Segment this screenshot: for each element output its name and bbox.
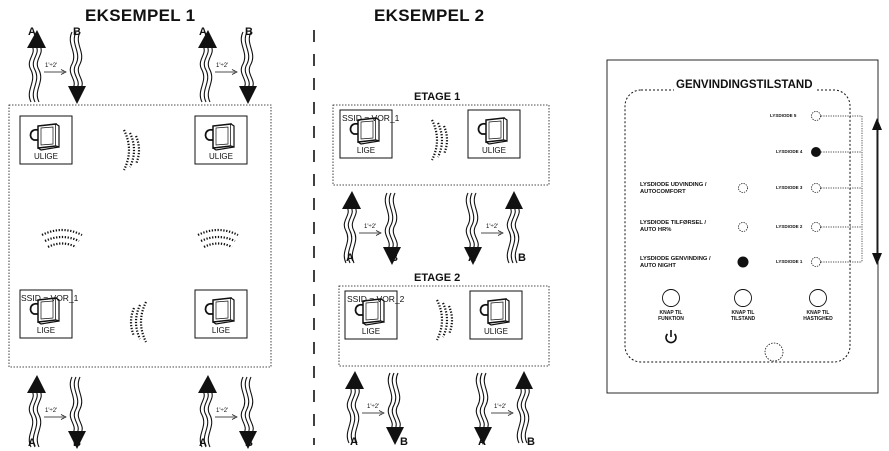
flow-label-b: B — [245, 437, 253, 449]
led-tilforsel-line2: AUTO HR% — [640, 227, 672, 233]
flow-time: 1'÷2' — [367, 404, 380, 410]
speed-button-label: KNAP TIL HASTIGHED — [793, 310, 843, 322]
flow-time: 1'÷2' — [364, 224, 377, 230]
device-ssid: SSID = VOR_1 — [21, 293, 79, 303]
flow-label-a: A — [28, 437, 36, 449]
speed-button-line2: HASTIGHED — [803, 316, 833, 322]
device-label: ULIGE — [483, 327, 508, 336]
flow-label-b: B — [73, 437, 81, 449]
flow-label-b: B — [400, 436, 408, 448]
flow-label-a: A — [346, 252, 354, 264]
device-ulige: ULIGE — [470, 291, 522, 339]
device-lige: LIGE — [20, 290, 72, 338]
led-label-5: LYSDIODE 5 — [770, 113, 797, 118]
device-lige: LIGE — [195, 290, 247, 338]
led-tilforsel-label: LYSDIODE TILFØRSEL / AUTO HR% — [640, 220, 706, 234]
device-ssid: SSID = VOR_1 — [342, 113, 400, 123]
speed-button-line1: KNAP TIL — [806, 310, 830, 316]
mode-button-line1: KNAP TIL — [731, 310, 755, 316]
mode-button[interactable] — [734, 289, 752, 307]
flow-time: 1'÷2' — [45, 63, 58, 69]
led-udvinding-line1: LYSDIODE UDVINDING / — [640, 182, 707, 188]
flow-label-a: A — [478, 436, 486, 448]
device-label: ULIGE — [33, 152, 58, 161]
device-ulige: ULIGE — [20, 116, 72, 164]
example2-title: EKSEMPEL 2 — [374, 6, 485, 25]
led-genvinding-line2: AUTO NIGHT — [640, 263, 676, 269]
led-label-1: LYSDIODE 1 — [776, 259, 803, 264]
flow-label-a: A — [199, 437, 207, 449]
example1-title: EKSEMPEL 1 — [85, 6, 196, 25]
flow-label-b: B — [518, 252, 526, 264]
flow-label-a: A — [350, 436, 358, 448]
device-label: LIGE — [356, 146, 376, 155]
function-button-line2: FUNKTION — [658, 316, 684, 322]
device-ulige: ULIGE — [468, 110, 520, 158]
function-button-line1: KNAP TIL — [659, 310, 683, 316]
led-label-2: LYSDIODE 2 — [776, 224, 803, 229]
device-label: ULIGE — [481, 146, 506, 155]
flow-label-a: A — [199, 26, 207, 38]
flow-label-b: B — [73, 26, 81, 38]
mode-button-line2: TILSTAND — [730, 316, 756, 322]
flow-label-a: A — [28, 26, 36, 38]
led-label-4: LYSDIODE 4 — [776, 149, 803, 154]
device-label: LIGE — [361, 327, 381, 336]
device-label: ULIGE — [208, 152, 233, 161]
flow-time: 1'÷2' — [216, 63, 229, 69]
device-lige: LIGE — [345, 291, 397, 339]
speed-button[interactable] — [809, 289, 827, 307]
flow-time: 1'÷2' — [494, 404, 507, 410]
led-genvinding-line1: LYSDIODE GENVINDING / — [640, 256, 711, 262]
etage2-title: ETAGE 2 — [414, 272, 461, 284]
device-label: LIGE — [36, 326, 56, 335]
panel-title: GENVINDINGSTILSTAND — [674, 79, 815, 91]
function-button[interactable] — [662, 289, 680, 307]
flow-time: 1'÷2' — [486, 224, 499, 230]
device-lige: LIGE — [340, 110, 392, 158]
led-udvinding-line2: AUTOCOMFORT — [640, 189, 686, 195]
device-ssid: SSID = VOR_2 — [347, 294, 405, 304]
flow-time: 1'÷2' — [216, 408, 229, 414]
device-label: LIGE — [211, 326, 231, 335]
led-genvinding-label: LYSDIODE GENVINDING / AUTO NIGHT — [640, 256, 711, 270]
flow-label-a: A — [468, 252, 476, 264]
mode-button-label: KNAP TIL TILSTAND — [718, 310, 768, 322]
flow-label-b: B — [245, 26, 253, 38]
flow-time: 1'÷2' — [45, 408, 58, 414]
flow-label-b: B — [390, 252, 398, 264]
power-icon — [665, 330, 677, 344]
function-button-label: KNAP TIL FUNKTION — [646, 310, 696, 322]
flow-label-b: B — [527, 436, 535, 448]
device-ulige: ULIGE — [195, 116, 247, 164]
etage1-title: ETAGE 1 — [414, 91, 461, 103]
led-udvinding-label: LYSDIODE UDVINDING / AUTOCOMFORT — [640, 182, 706, 196]
led-label-3: LYSDIODE 3 — [776, 185, 803, 190]
led-tilforsel-line1: LYSDIODE TILFØRSEL / — [640, 220, 707, 226]
